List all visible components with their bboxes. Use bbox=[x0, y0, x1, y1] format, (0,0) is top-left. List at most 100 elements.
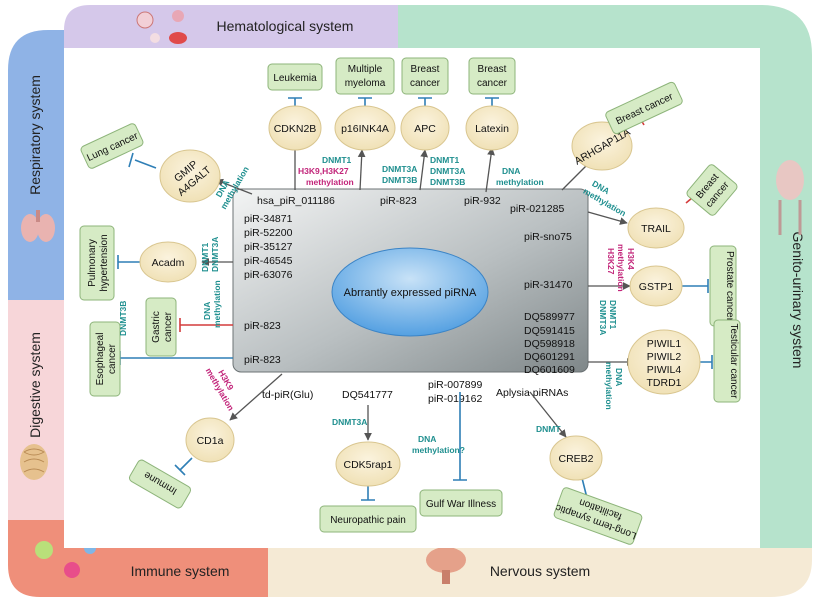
pirna-label: piR-52200 bbox=[244, 227, 293, 239]
methylation-label: methylation bbox=[616, 244, 626, 292]
disease-esophageal-cancer: Esophageal cancer bbox=[89, 321, 121, 397]
pirna-label: piR-31470 bbox=[524, 279, 573, 291]
pirna-label: piR-sno75 bbox=[524, 231, 572, 243]
node-trail: TRAIL bbox=[627, 207, 685, 249]
pirna-label: piR-019162 bbox=[428, 393, 482, 405]
disease-leukemia: Leukemia bbox=[267, 63, 323, 91]
pirna-label: piR-823 bbox=[380, 195, 417, 207]
svg-text:cancer: cancer bbox=[107, 343, 118, 374]
svg-text:TDRD1: TDRD1 bbox=[646, 377, 681, 389]
blood-cells-icon bbox=[136, 10, 187, 44]
svg-text:Leukemia: Leukemia bbox=[273, 73, 317, 84]
inhibition-link bbox=[453, 392, 467, 481]
svg-text:Gulf War Illness: Gulf War Illness bbox=[426, 499, 496, 510]
svg-text:TRAIL: TRAIL bbox=[641, 223, 671, 235]
pirna-label: Aplysia piRNAs bbox=[496, 387, 568, 399]
connector-arrow bbox=[357, 149, 366, 191]
methylation-label: DNMT1 bbox=[322, 155, 352, 165]
svg-text:Acadm: Acadm bbox=[152, 257, 185, 269]
node-cdk5rap1: CDK5rap1 bbox=[335, 441, 401, 487]
svg-text:CREB2: CREB2 bbox=[558, 453, 593, 465]
node-cd1a: CD1a bbox=[185, 417, 235, 463]
immune-system-label: Immune system bbox=[131, 563, 230, 579]
pirna-label: piR-932 bbox=[464, 195, 501, 207]
pirna-label: piR-34871 bbox=[244, 213, 293, 225]
methylation-label: H3K27 bbox=[606, 248, 616, 275]
methylation-label: DNMT bbox=[536, 424, 561, 434]
svg-text:CDK5rap1: CDK5rap1 bbox=[343, 459, 392, 471]
node-acadm: Acadm bbox=[139, 241, 197, 283]
node-piwil-group: PIWIL1 PIWIL2 PIWIL4 TDRD1 bbox=[627, 329, 701, 395]
connector-arrow bbox=[587, 211, 628, 225]
methylation-label: DNMT1 bbox=[200, 242, 210, 272]
methylation-label: methylation bbox=[306, 177, 354, 187]
node-gstp1: GSTP1 bbox=[629, 265, 683, 307]
disease-prostate-cancer: Prostate cancer bbox=[709, 245, 737, 327]
node-arhgap11a: ARHGAP11A bbox=[571, 121, 633, 171]
methylation-label: DNMT3B bbox=[118, 301, 128, 336]
urinary-organs-icon bbox=[776, 160, 804, 235]
pirna-label: piR-823 bbox=[244, 354, 281, 366]
connector-arrow bbox=[485, 147, 495, 193]
methylation-label: DNMT3A bbox=[598, 300, 608, 335]
inhibition-link bbox=[179, 318, 233, 332]
svg-text:Pulmonary: Pulmonary bbox=[87, 239, 98, 287]
methylation-label: DNMT1 bbox=[608, 300, 618, 330]
methylation-label: DNA bbox=[502, 166, 520, 176]
pirna-label: DQ601291 bbox=[524, 351, 575, 363]
central-ellipse bbox=[331, 247, 489, 337]
svg-text:Esophageal: Esophageal bbox=[95, 333, 106, 386]
connector-arrow bbox=[529, 391, 567, 438]
methylation-label: DNMT3A bbox=[430, 166, 465, 176]
methylation-label: DNA bbox=[418, 434, 436, 444]
methylation-label: H3K9,H3K27 bbox=[298, 166, 349, 176]
svg-text:p16INK4A: p16INK4A bbox=[341, 123, 389, 135]
inhibition-link bbox=[117, 255, 140, 269]
disease-breast-cancer-apc: Breast cancer bbox=[401, 57, 449, 95]
connector-arrow bbox=[215, 178, 253, 195]
methylation-label: H3K4 bbox=[626, 248, 636, 270]
disease-boxes: Leukemia Multiple myeloma Breast cancer … bbox=[79, 57, 741, 545]
inhibition-lines bbox=[117, 97, 713, 505]
immune-system-band: Immune system bbox=[8, 520, 268, 597]
disease-testicular-cancer: Testicular cancer bbox=[713, 319, 741, 403]
methylation-label: DNMT3A bbox=[332, 417, 367, 427]
methylation-label: DNA bbox=[614, 368, 624, 386]
methylation-label: DNMT3B bbox=[382, 175, 417, 185]
pirna-label: piR-35127 bbox=[244, 241, 293, 253]
svg-text:Prostate cancer: Prostate cancer bbox=[724, 251, 735, 322]
svg-text:Breast: Breast bbox=[411, 64, 440, 75]
genito-urinary-system-band: Genito-urinary system bbox=[398, 5, 812, 548]
inhibition-link bbox=[680, 279, 709, 293]
pirna-label: DQ591415 bbox=[524, 325, 575, 337]
node-creb2: CREB2 bbox=[549, 435, 603, 481]
pirna-label: piR-021285 bbox=[510, 203, 564, 215]
pirna-label: piR-63076 bbox=[244, 269, 293, 281]
svg-text:PIWIL2: PIWIL2 bbox=[647, 351, 682, 363]
nervous-system-label: Nervous system bbox=[490, 563, 590, 579]
connector-arrow bbox=[229, 373, 283, 421]
svg-text:PIWIL4: PIWIL4 bbox=[647, 364, 682, 376]
svg-text:Neuropathic pain: Neuropathic pain bbox=[330, 515, 406, 526]
inhibition-link bbox=[128, 152, 157, 169]
node-apc: APC bbox=[400, 105, 450, 151]
methylation-label: DNMT3A bbox=[382, 164, 417, 174]
methylation-label: DNMT1 bbox=[430, 155, 460, 165]
hematological-system-band: Hematological system bbox=[64, 5, 398, 48]
disease-multiple-myeloma: Multiple myeloma bbox=[335, 57, 395, 95]
respiratory-system-label: Respiratory system bbox=[27, 75, 43, 195]
svg-text:Breast: Breast bbox=[478, 64, 507, 75]
methylation-label: DNMT3B bbox=[430, 177, 465, 187]
inhibition-link bbox=[174, 457, 193, 476]
svg-text:cancer: cancer bbox=[163, 311, 174, 342]
disease-gulf-war-illness: Gulf War Illness bbox=[419, 489, 503, 517]
connector-arrow bbox=[419, 149, 428, 191]
pirna-label: piR-46545 bbox=[244, 255, 293, 267]
methylation-label: DNA bbox=[202, 302, 212, 320]
central-title: Abrrantly expressed piRNA bbox=[344, 287, 477, 299]
hematological-system-label: Hematological system bbox=[217, 18, 354, 34]
pirna-label: DQ541777 bbox=[342, 389, 393, 401]
svg-text:cancer: cancer bbox=[410, 78, 441, 89]
svg-text:cancer: cancer bbox=[477, 78, 508, 89]
